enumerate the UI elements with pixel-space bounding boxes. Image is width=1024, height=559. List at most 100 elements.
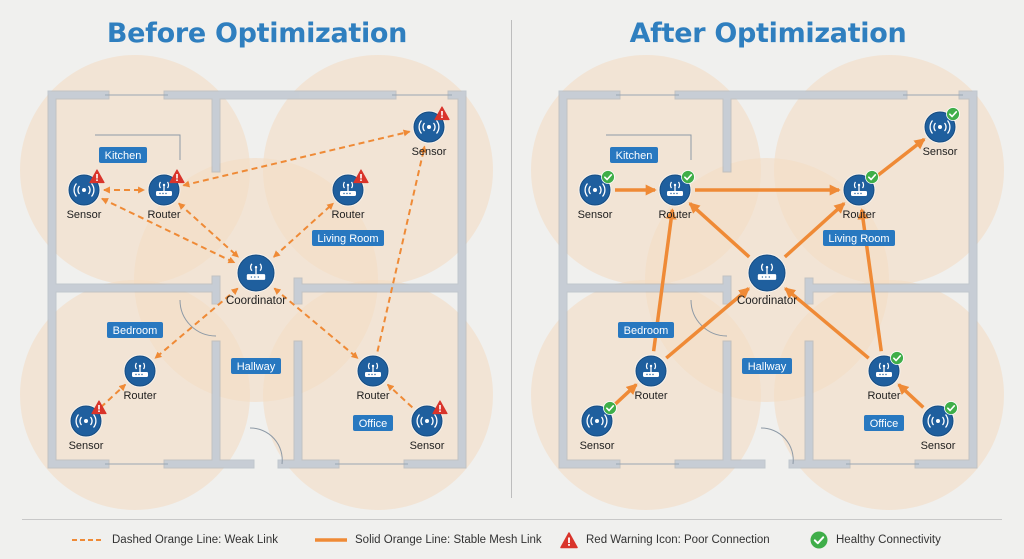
sensor-node: Sensor xyxy=(921,401,958,452)
sensor-node: Sensor xyxy=(69,400,107,452)
legend-weak-link: Dashed Orange Line: Weak Link xyxy=(72,530,278,550)
room-label-text: Office xyxy=(359,418,388,430)
node-label: Router xyxy=(634,390,667,402)
stable-link xyxy=(610,383,638,409)
check-circle-icon xyxy=(681,170,695,184)
room-label-box xyxy=(312,230,384,246)
sensor-node: Sensor xyxy=(67,169,105,221)
legend-stable-link: Solid Orange Line: Stable Mesh Link xyxy=(315,530,542,550)
router-icon xyxy=(246,263,266,280)
wall-outlines xyxy=(558,90,978,469)
weak-link xyxy=(376,145,427,352)
node-label: Coordinator xyxy=(226,295,286,307)
node-label: Sensor xyxy=(412,146,447,158)
wifi-sensor-icon xyxy=(927,414,949,428)
sensor-node: Sensor xyxy=(578,170,615,221)
weak-link xyxy=(178,202,239,258)
router-icon xyxy=(876,362,892,377)
check-circle-icon xyxy=(810,531,828,549)
router-icon xyxy=(643,362,659,377)
stable-link xyxy=(873,137,926,180)
wifi-sensor-icon xyxy=(929,120,951,134)
router-icon xyxy=(340,181,356,196)
room-label-text: Bedroom xyxy=(113,325,158,337)
doors xyxy=(606,134,794,465)
room-label-text: Living Room xyxy=(317,233,378,245)
coordinator-node: Coordinator xyxy=(226,253,286,307)
room-label: Living Room xyxy=(823,230,895,246)
coordinator-node: Coordinator xyxy=(737,253,797,307)
node-label: Router xyxy=(867,390,900,402)
router-icon xyxy=(757,263,777,280)
after-panel-title: After Optimization xyxy=(629,18,907,49)
check-circle-icon xyxy=(601,170,615,184)
weak-link xyxy=(273,287,359,359)
counter-outline xyxy=(606,134,692,160)
check-circle-icon xyxy=(603,401,617,415)
weak-link xyxy=(154,287,239,359)
counter-outline xyxy=(95,134,181,160)
room-label-box xyxy=(610,147,658,163)
wifi-sensor-icon xyxy=(416,414,438,428)
node-label: Sensor xyxy=(67,209,102,221)
wifi-sensor-icon xyxy=(418,120,440,134)
router-icon xyxy=(667,181,683,196)
stable-link xyxy=(665,287,750,360)
room-label-text: Kitchen xyxy=(105,150,142,162)
dashed-line-icon xyxy=(72,539,104,541)
warning-triangle-icon xyxy=(432,400,448,415)
node-label: Router xyxy=(331,209,364,221)
legend-healthy-label: Healthy Connectivity xyxy=(836,534,941,546)
router-node: Router xyxy=(123,354,157,402)
mesh-links xyxy=(99,129,427,409)
stable-link xyxy=(688,202,751,259)
node-label: Router xyxy=(123,390,156,402)
router-node: Router xyxy=(634,354,668,402)
door-arc xyxy=(249,427,283,465)
wifi-sensor-icon xyxy=(73,183,95,197)
weak-link xyxy=(273,202,334,258)
node-label: Router xyxy=(842,209,875,221)
coverage-circle xyxy=(531,280,761,510)
room-label-text: Living Room xyxy=(828,233,889,245)
room-label-box xyxy=(231,358,281,374)
room-label-box xyxy=(823,230,895,246)
node-label: Router xyxy=(356,390,389,402)
node-label: Sensor xyxy=(578,209,613,221)
warning-triangle-icon xyxy=(89,169,105,184)
wifi-sensor-icon xyxy=(586,414,608,428)
room-label-text: Hallway xyxy=(237,361,276,373)
before-panel-title: Before Optimization xyxy=(106,18,408,49)
check-circle-icon xyxy=(944,401,958,415)
node-label: Coordinator xyxy=(737,295,797,307)
router-icon xyxy=(365,362,381,377)
warning-triangle-icon xyxy=(434,106,450,121)
weak-link xyxy=(182,129,411,188)
node-label: Sensor xyxy=(923,146,958,158)
warning-triangle-icon xyxy=(91,400,107,415)
wifi-sensor-icon xyxy=(75,414,97,428)
room-label: Kitchen xyxy=(610,147,658,163)
wifi-sensor-icon xyxy=(584,183,606,197)
router-node: Router xyxy=(356,354,390,402)
warning-triangle-icon xyxy=(169,169,185,184)
room-label: Office xyxy=(864,415,904,431)
room-label: Kitchen xyxy=(99,147,147,163)
room-label: Bedroom xyxy=(107,322,163,338)
solid-line-icon xyxy=(315,538,347,542)
room-label-box xyxy=(99,147,147,163)
node-label: Sensor xyxy=(580,440,615,452)
warning-triangle-icon xyxy=(560,531,578,548)
legend-weak-label: Dashed Orange Line: Weak Link xyxy=(112,534,278,546)
weak-link xyxy=(386,383,414,409)
router-node: Router xyxy=(658,170,695,221)
legend-warning-label: Red Warning Icon: Poor Connection xyxy=(586,534,770,546)
room-label-box xyxy=(353,415,393,431)
node-label: Router xyxy=(658,209,691,221)
